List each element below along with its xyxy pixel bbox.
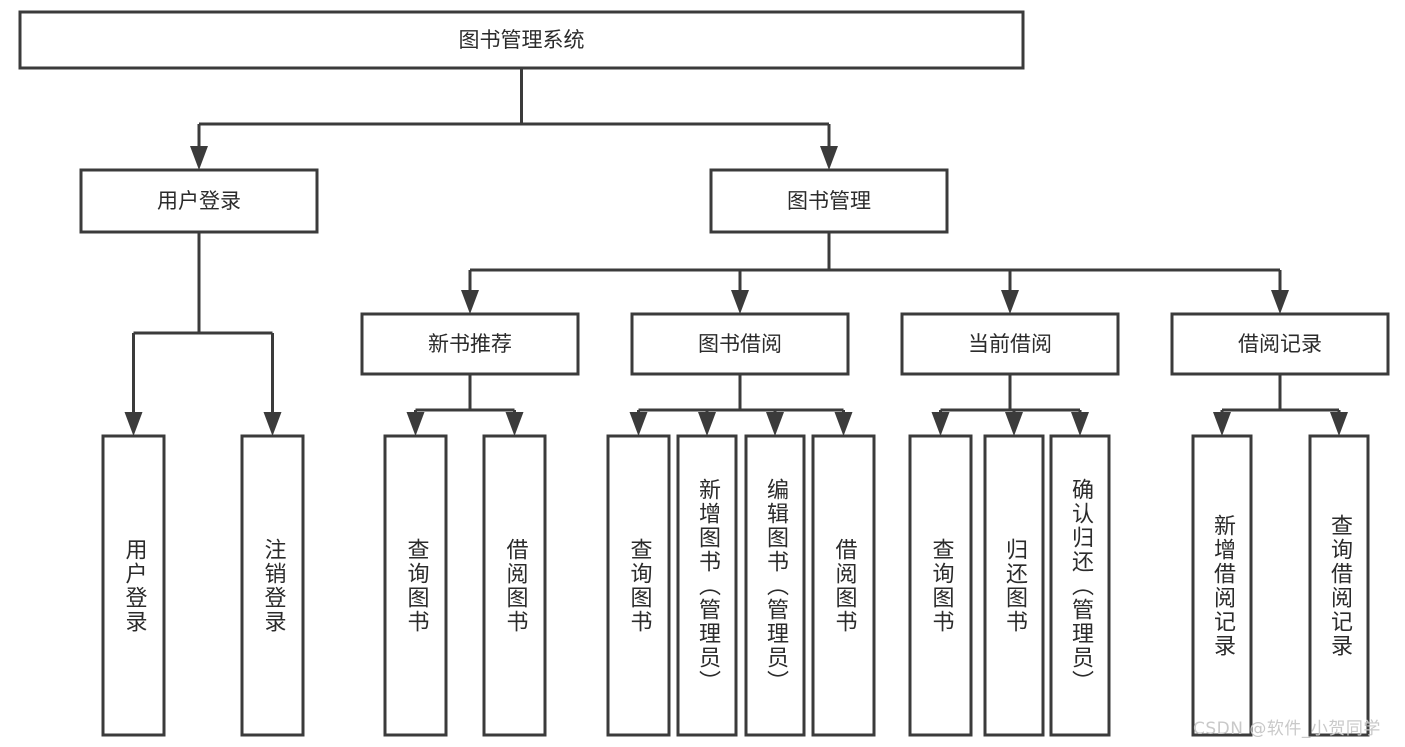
- node-box-user-login[interactable]: [79, 168, 319, 234]
- node-box-book-management[interactable]: [709, 168, 949, 234]
- arrow-leaf-query-book-1: [406, 412, 425, 436]
- arrow-leaf-borrow-book-2: [834, 412, 853, 436]
- arrow-user-login: [190, 146, 208, 170]
- node-box-leaf-add-book[interactable]: [676, 434, 738, 737]
- node-box-leaf-query-record[interactable]: [1308, 434, 1370, 737]
- arrow-leaf-user-logout: [263, 412, 282, 436]
- node-box-leaf-query-book-3[interactable]: [908, 434, 973, 737]
- connector-layer: [124, 68, 1348, 436]
- node-box-leaf-return-book[interactable]: [983, 434, 1045, 737]
- arrow-leaf-query-book-2: [629, 412, 648, 436]
- arrow-new-book-recommend: [461, 290, 479, 314]
- arrow-current-borrow: [1001, 290, 1019, 314]
- node-box-leaf-query-book-2[interactable]: [606, 434, 671, 737]
- arrow-leaf-query-book-3: [931, 412, 950, 436]
- node-box-leaf-borrow-book-1[interactable]: [482, 434, 547, 737]
- arrow-book-management: [820, 146, 838, 170]
- node-box-leaf-query-book-1[interactable]: [383, 434, 448, 737]
- node-box-leaf-user-login[interactable]: [101, 434, 166, 737]
- node-box-root[interactable]: [18, 10, 1025, 70]
- arrow-leaf-borrow-book-1: [505, 412, 524, 436]
- arrow-leaf-user-login: [124, 412, 143, 436]
- box-layer: [18, 10, 1390, 737]
- node-box-leaf-add-record[interactable]: [1191, 434, 1253, 737]
- node-box-book-borrow[interactable]: [630, 312, 850, 376]
- arrow-leaf-edit-book: [766, 412, 784, 436]
- node-box-borrow-record[interactable]: [1170, 312, 1390, 376]
- arrow-borrow-record: [1271, 290, 1289, 314]
- node-box-leaf-borrow-book-2[interactable]: [811, 434, 876, 737]
- arrow-leaf-confirm-return: [1071, 412, 1089, 436]
- arrow-leaf-add-record: [1213, 412, 1231, 436]
- node-box-current-borrow[interactable]: [900, 312, 1120, 376]
- arrow-leaf-add-book: [698, 412, 716, 436]
- node-box-leaf-edit-book[interactable]: [744, 434, 806, 737]
- node-box-new-book-recommend[interactable]: [360, 312, 580, 376]
- node-box-leaf-user-logout[interactable]: [240, 434, 305, 737]
- arrow-book-borrow: [731, 290, 749, 314]
- arrow-leaf-return-book: [1005, 412, 1023, 436]
- csdn-watermark: CSDN @软件_小贺同学: [1193, 719, 1381, 739]
- arrow-leaf-query-record: [1330, 412, 1348, 436]
- node-box-leaf-confirm-return[interactable]: [1049, 434, 1111, 737]
